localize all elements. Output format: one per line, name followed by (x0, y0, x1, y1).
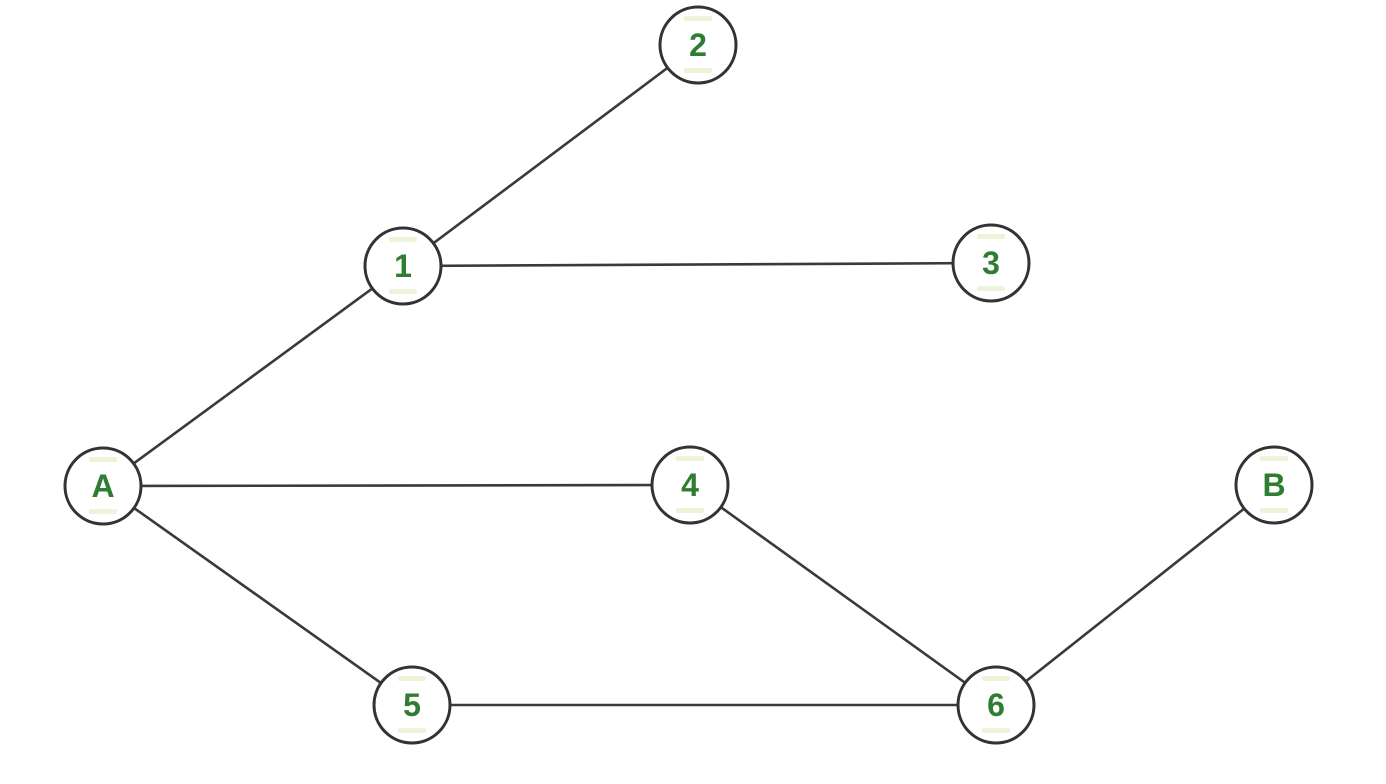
label-highlight-bottom (398, 728, 426, 733)
label-highlight-bottom (389, 289, 417, 294)
node-circle (956, 665, 1036, 745)
node-circle (650, 445, 730, 525)
label-highlight-bottom (89, 509, 117, 514)
label-highlight-top (1260, 456, 1288, 461)
edge-6-B (994, 483, 1276, 707)
node-label: 1 (394, 248, 412, 284)
node-5: 5 (372, 665, 452, 745)
node-label: A (91, 468, 114, 504)
node-label: 4 (681, 467, 699, 503)
node-B: B (1234, 445, 1314, 525)
node-A: A (63, 446, 143, 526)
label-highlight-top (389, 237, 417, 242)
edge-A-5 (101, 484, 414, 707)
label-highlight-bottom (1260, 508, 1288, 513)
label-highlight-bottom (982, 728, 1010, 733)
label-highlight-bottom (684, 68, 712, 73)
node-1: 1 (363, 226, 443, 306)
edge-1-2 (401, 43, 700, 268)
node-label: B (1262, 467, 1285, 503)
node-6: 6 (956, 665, 1036, 745)
node-3: 3 (951, 223, 1031, 303)
label-highlight-top (676, 456, 704, 461)
label-highlight-top (977, 234, 1005, 239)
edge-1-3 (401, 261, 993, 268)
node-circle (658, 5, 738, 85)
node-label: 5 (403, 687, 421, 723)
node-2: 2 (658, 5, 738, 85)
label-highlight-top (684, 16, 712, 21)
edge-4-6 (688, 483, 998, 707)
node-4: 4 (650, 445, 730, 525)
node-circle (363, 226, 443, 306)
label-highlight-top (89, 457, 117, 462)
node-circle (372, 665, 452, 745)
node-label: 6 (987, 687, 1005, 723)
node-label: 2 (689, 27, 707, 63)
label-highlight-top (982, 676, 1010, 681)
edge-A-4 (101, 483, 692, 488)
label-highlight-top (398, 676, 426, 681)
edge-A-1 (101, 264, 405, 488)
node-label: 3 (982, 245, 1000, 281)
node-circle (1234, 445, 1314, 525)
node-circle (63, 446, 143, 526)
node-circle (951, 223, 1031, 303)
label-highlight-bottom (676, 508, 704, 513)
label-highlight-bottom (977, 286, 1005, 291)
